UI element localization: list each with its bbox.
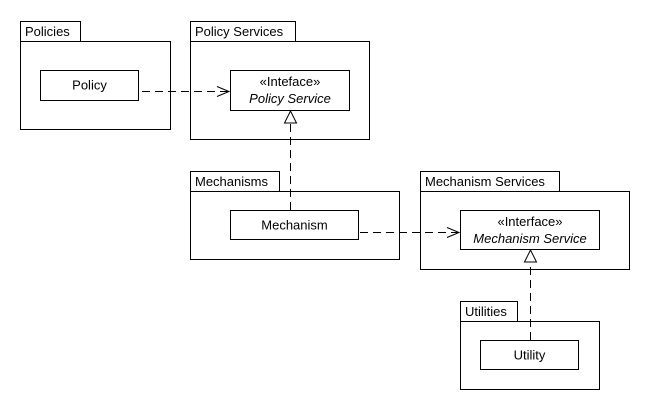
class-box: [480, 340, 579, 370]
class-stereotype: «Interface»: [497, 214, 562, 229]
class-name: Policy Service: [249, 91, 331, 106]
class-box: [460, 210, 600, 250]
class-stereotype: «Inteface»: [260, 74, 321, 89]
realization-utility-to-mechanism-service: [523, 248, 538, 340]
class-box: [230, 70, 350, 111]
package-tab-label: Mechanisms: [195, 174, 268, 189]
class-policy[interactable]: Policy: [40, 70, 139, 101]
class-box: [40, 70, 139, 101]
class-name: Policy: [72, 78, 107, 93]
package-tab-label: Policy Services: [195, 24, 284, 39]
realization-arrowhead: [283, 109, 298, 124]
package-tab-label: Utilities: [465, 304, 507, 319]
class-policy-service[interactable]: «Inteface» Policy Service: [230, 70, 350, 111]
class-box: [230, 210, 359, 240]
class-utility[interactable]: Utility: [480, 340, 579, 370]
package-tab-label: Policies: [25, 24, 70, 39]
realization-arrowhead: [523, 248, 538, 263]
class-mechanism[interactable]: Mechanism: [230, 210, 359, 240]
class-name: Mechanism Service: [473, 231, 586, 246]
class-name: Utility: [514, 348, 546, 363]
realization-mechanism-to-policy-service: [283, 109, 298, 210]
package-tab-label: Mechanism Services: [425, 174, 545, 189]
class-name: Mechanism: [261, 218, 327, 233]
class-mechanism-service[interactable]: «Interface» Mechanism Service: [460, 210, 600, 250]
